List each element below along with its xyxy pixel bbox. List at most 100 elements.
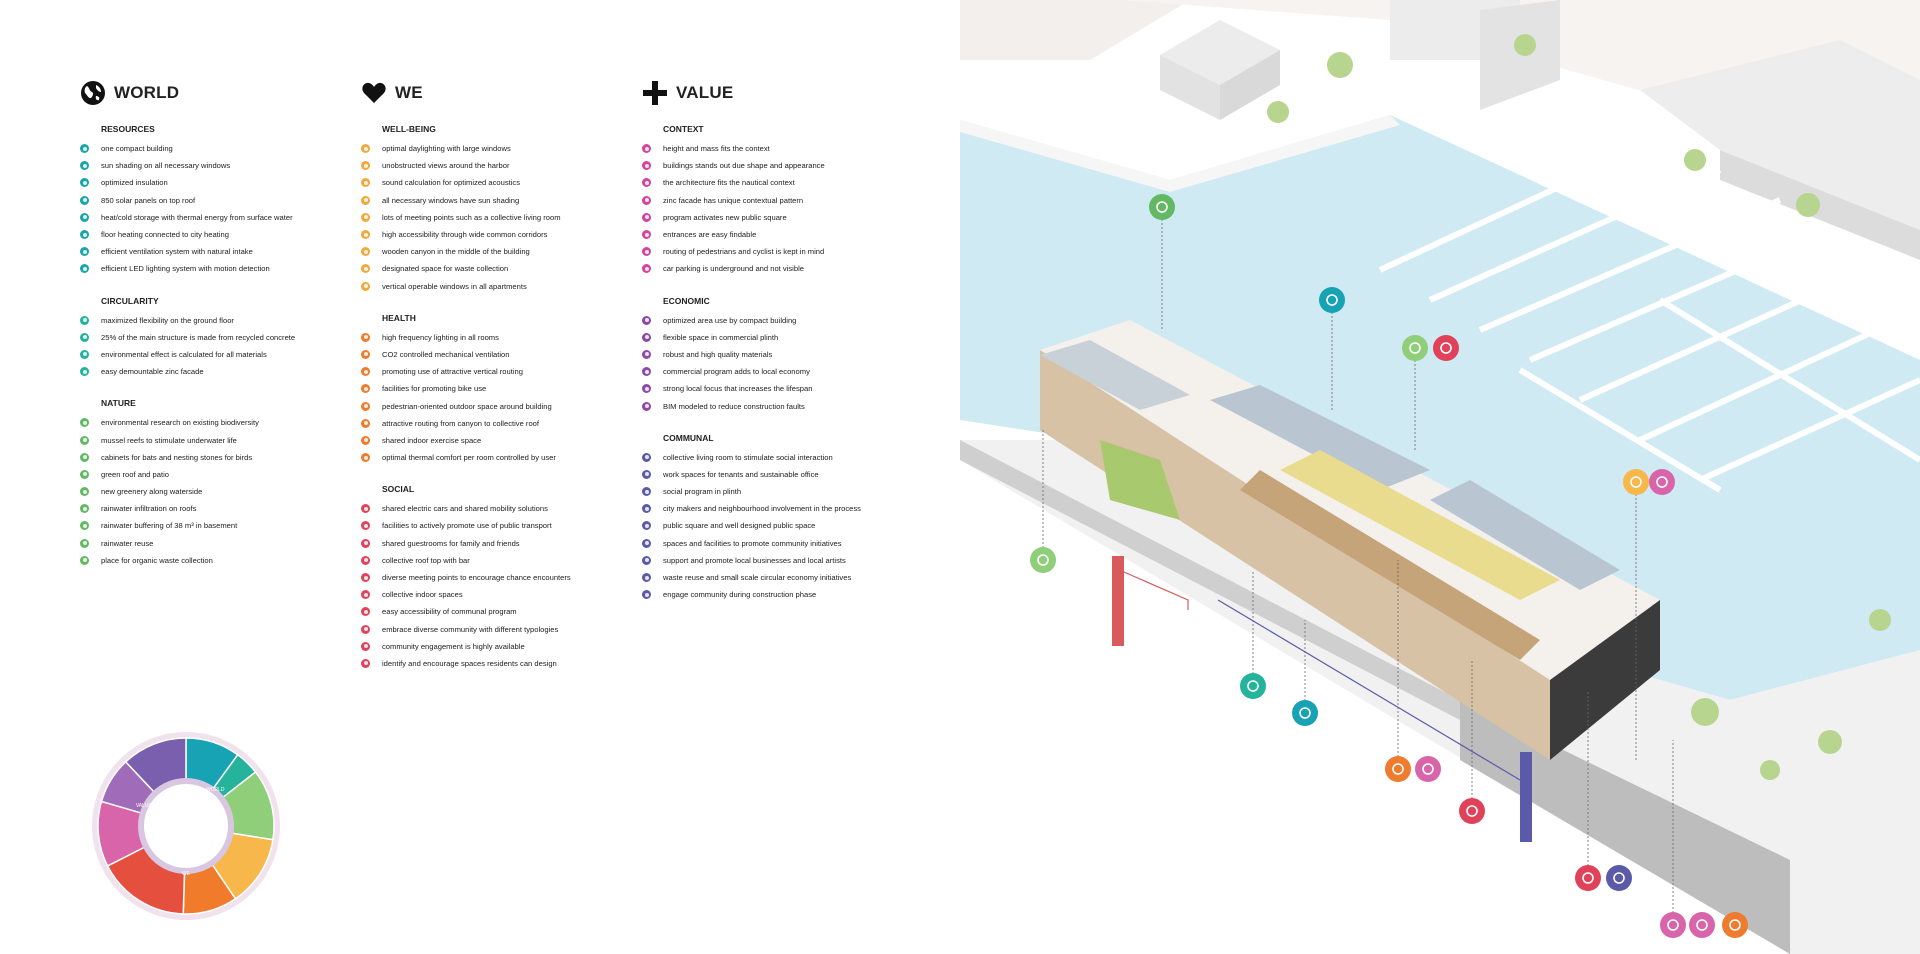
bullet-icon — [642, 144, 651, 154]
bullet-icon — [80, 469, 89, 479]
section-title: WELL-BEING — [382, 124, 436, 134]
list-item-label: designated space for waste collection — [382, 264, 509, 274]
trees — [1267, 34, 1891, 780]
list-item: BIM modeled to reduce construction fault… — [642, 397, 902, 414]
harbor-water — [960, 115, 1920, 700]
list-item: easy demountable zinc facade — [80, 363, 340, 380]
bullet-icon — [642, 384, 651, 394]
list-item: collective living room to stimulate soci… — [642, 449, 902, 466]
bullet-icon — [80, 418, 89, 428]
list-item-label: optimized area use by compact building — [663, 315, 797, 325]
bullet-icon — [80, 538, 89, 548]
list-item: 850 solar panels on top roof — [80, 192, 340, 209]
list-item-label: high frequency lighting in all rooms — [382, 332, 499, 342]
entrance-icon — [1689, 912, 1715, 938]
list-item: mussel reefs to stimulate underwater lif… — [80, 431, 340, 448]
list-item-label: waste reuse and small scale circular eco… — [663, 573, 852, 583]
bullet-icon — [80, 144, 89, 154]
list-item: new greenery along waterside — [80, 483, 340, 500]
bullet-icon — [361, 607, 370, 617]
list-item-label: environmental effect is calculated for a… — [101, 349, 267, 359]
list-item-label: public square and well designed public s… — [663, 521, 816, 531]
bullet-icon — [361, 453, 370, 463]
list-item: place for organic waste collection — [80, 552, 340, 569]
bullet-icon — [361, 349, 370, 359]
bullet-icon — [642, 573, 651, 583]
list-item-label: identify and encourage spaces residents … — [382, 658, 557, 668]
list-item: attractive routing from canyon to collec… — [361, 415, 621, 432]
bullet-icon — [642, 264, 651, 274]
list-item: promoting use of attractive vertical rou… — [361, 363, 621, 380]
list-item: social program in plinth — [642, 483, 902, 500]
list-item: embrace diverse community with different… — [361, 621, 621, 638]
bullet-icon — [642, 195, 651, 205]
list-item: flexible space in commercial plinth — [642, 329, 902, 346]
list-item: one compact building — [80, 140, 340, 157]
section-title: SOCIAL — [382, 484, 415, 495]
list-item-label: heat/cold storage with thermal energy fr… — [101, 212, 293, 222]
list-item: environmental research on existing biodi… — [80, 414, 340, 431]
list-item-label: mussel reefs to stimulate underwater lif… — [101, 435, 237, 445]
list-item-label: lots of meeting points such as a collect… — [382, 212, 561, 222]
list-item: public square and well designed public s… — [642, 517, 902, 534]
list-item: efficient LED lighting system with motio… — [80, 260, 340, 277]
list-item-label: attractive routing from canyon to collec… — [382, 418, 540, 428]
bullet-icon — [642, 469, 651, 479]
bullet-icon — [80, 195, 89, 205]
list-item-label: facilities for promoting bike use — [382, 384, 487, 394]
bullet-icon — [361, 195, 370, 205]
green-roof-icon — [1402, 335, 1428, 361]
list-item: rainwater reuse — [80, 535, 340, 552]
bullet-icon — [80, 178, 89, 188]
star-icon — [1385, 756, 1411, 782]
list-item-label: cabinets for bats and nesting stones for… — [101, 452, 253, 462]
bullet-icon — [361, 178, 370, 188]
quay — [960, 440, 1920, 954]
bullet-icon — [361, 367, 370, 377]
list-item: wooden canyon in the middle of the build… — [361, 243, 621, 260]
bullet-icon — [361, 161, 370, 171]
list-item: maximized flexibility on the ground floo… — [80, 312, 340, 329]
section-title: COMMUNAL — [663, 432, 714, 443]
list-item: cabinets for bats and nesting stones for… — [80, 449, 340, 466]
list-item-label: high accessibility through wide common c… — [382, 230, 548, 240]
bullet-icon — [361, 538, 370, 548]
list-item: shared electric cars and shared mobility… — [361, 500, 621, 517]
list-item-label: 850 solar panels on top roof — [101, 195, 196, 205]
list-item-label: unobstructed views around the harbor — [382, 161, 510, 171]
list-item-label: easy demountable zinc facade — [101, 367, 204, 377]
list-item: shared indoor exercise space — [361, 432, 621, 449]
list-item-label: spaces and facilities to promote communi… — [663, 538, 842, 548]
wheel-label: VALUE — [136, 803, 153, 809]
list-item: entrances are easy findable — [642, 226, 902, 243]
list-item: buildings stands out due shape and appea… — [642, 157, 902, 174]
list-item-label: work spaces for tenants and sustainable … — [663, 469, 819, 479]
list-item: efficient ventilation system with natura… — [80, 243, 340, 260]
bullet-icon — [361, 281, 370, 291]
bullet-icon — [80, 521, 89, 531]
section-title: CIRCULARITY — [101, 295, 159, 306]
list-item-label: sound calculation for optimized acoustic… — [382, 178, 521, 188]
list-item-label: rainwater reuse — [101, 538, 154, 548]
list-item: high frequency lighting in all rooms — [361, 329, 621, 346]
bullet-icon — [361, 521, 370, 531]
list-item-label: environmental research on existing biodi… — [101, 418, 259, 428]
list-item-label: diverse meeting points to encourage chan… — [382, 573, 571, 583]
list-item: routing of pedestrians and cyclist is ke… — [642, 243, 902, 260]
list-item-label: robust and high quality materials — [663, 349, 773, 359]
list-item: facilities for promoting bike use — [361, 380, 621, 397]
bullet-icon — [361, 641, 370, 651]
list-item-label: routing of pedestrians and cyclist is ke… — [663, 247, 825, 257]
list-item: support and promote local businesses and… — [642, 552, 902, 569]
list-item-label: efficient ventilation system with natura… — [101, 247, 253, 257]
bullet-icon — [642, 212, 651, 222]
wheel-center — [144, 784, 228, 868]
isometric-building-diagram — [960, 0, 1920, 954]
shop-icon — [1623, 469, 1649, 495]
leader-lines — [1042, 207, 1674, 925]
list-item-label: pedestrian-oriented outdoor space around… — [382, 401, 552, 411]
list-item-label: 25% of the main structure is made from r… — [101, 332, 296, 342]
